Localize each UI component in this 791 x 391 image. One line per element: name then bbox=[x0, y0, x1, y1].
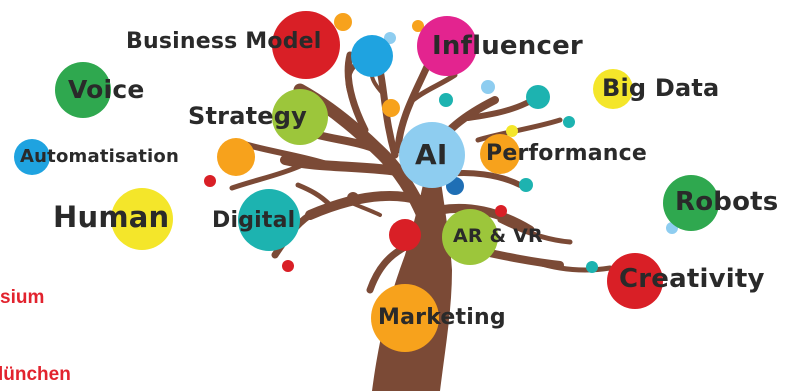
keyword-business-model: Business Model bbox=[126, 29, 322, 54]
keyword-creativity: Creativity bbox=[619, 264, 765, 294]
keyword-ar-vr: AR & VR bbox=[453, 225, 543, 247]
keyword-ai: AI bbox=[415, 138, 448, 171]
keyword-big-data: Big Data bbox=[602, 74, 720, 102]
keyword-marketing: Marketing bbox=[378, 305, 506, 330]
keyword-voice: Voice bbox=[68, 75, 145, 104]
keyword-digital: Digital bbox=[212, 208, 296, 233]
side-text-line-2: lünchen bbox=[0, 364, 71, 385]
keyword-robots: Robots bbox=[675, 187, 779, 217]
tree-trunk bbox=[372, 175, 452, 391]
keyword-strategy: Strategy bbox=[188, 102, 307, 130]
keyword-bubbles bbox=[14, 11, 719, 352]
keyword-performance: Performance bbox=[486, 141, 648, 166]
keyword-human: Human bbox=[53, 200, 170, 234]
decorative-dots bbox=[204, 13, 678, 273]
side-text-line-1: sium bbox=[0, 287, 45, 308]
keyword-automatisation: Automatisation bbox=[20, 146, 180, 167]
keyword-influencer: Influencer bbox=[432, 31, 583, 61]
